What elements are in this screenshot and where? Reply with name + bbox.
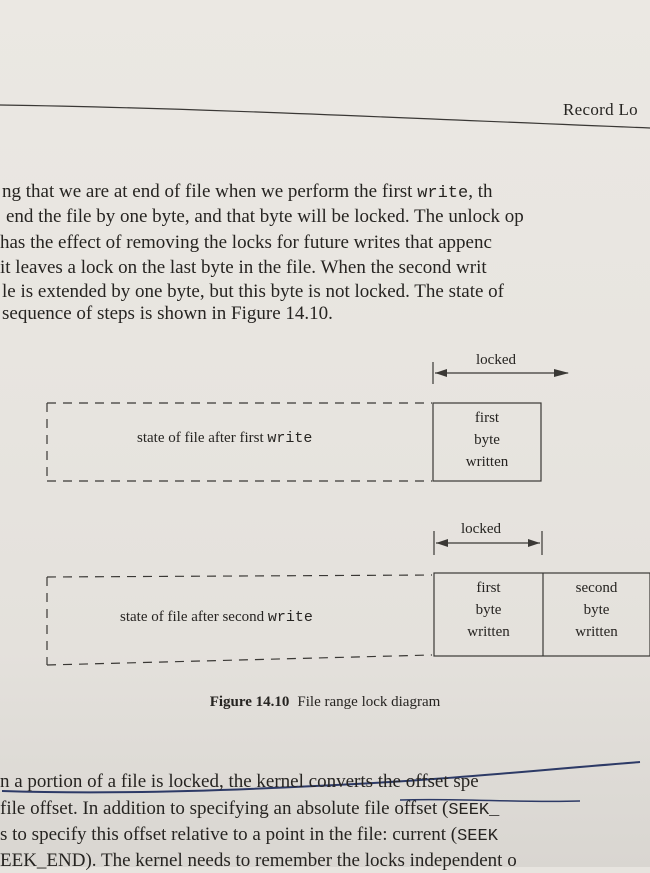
bottom-line-2: file offset. In addition to specifying a… bbox=[0, 798, 500, 820]
top-arrow-left-head bbox=[435, 369, 447, 377]
bottom-line-3: s to specify this offset relative to a p… bbox=[0, 824, 498, 846]
bottom-locked-label: locked bbox=[461, 521, 501, 537]
paragraph-line-5: le is extended by one byte, but this byt… bbox=[2, 281, 504, 302]
top-state-label: state of file after first write bbox=[137, 430, 313, 447]
top-locked-label: locked bbox=[476, 352, 516, 368]
top-locked-cell bbox=[432, 402, 542, 482]
bottom-line-1: n a portion of a file is locked, the ker… bbox=[0, 771, 479, 792]
header-rule bbox=[0, 104, 650, 129]
running-header: Record Lo bbox=[563, 100, 638, 119]
paragraph-line-6: sequence of steps is shown in Figure 14.… bbox=[2, 303, 333, 324]
paragraph-line-4: it leaves a lock on the last byte in the… bbox=[0, 257, 487, 278]
bottom-line-4: EEK_END). The kernel needs to remember t… bbox=[0, 850, 517, 871]
bottom-arrow-right-head bbox=[528, 539, 540, 547]
pen-underline bbox=[1, 761, 641, 794]
paragraph-line-1: ng that we are at end of file when we pe… bbox=[2, 181, 493, 203]
top-first-byte-cell: first byte written bbox=[465, 410, 509, 470]
paragraph-line-2: end the file by one byte, and that byte … bbox=[6, 206, 524, 227]
bottom-second-byte-cell: second byte written bbox=[575, 580, 618, 640]
bottom-state-label: state of file after second write bbox=[120, 609, 313, 626]
paragraph-line-3: has the effect of removing the locks for… bbox=[0, 232, 492, 253]
top-arrow-right-head bbox=[554, 369, 569, 377]
bottom-arrow-left-head bbox=[436, 539, 448, 547]
bottom-dashed-bottom bbox=[46, 654, 433, 666]
bottom-first-byte-cell: first byte written bbox=[467, 580, 510, 640]
bottom-cells bbox=[433, 572, 650, 657]
bottom-dashed-top bbox=[46, 574, 433, 578]
pen-strike bbox=[399, 798, 581, 803]
